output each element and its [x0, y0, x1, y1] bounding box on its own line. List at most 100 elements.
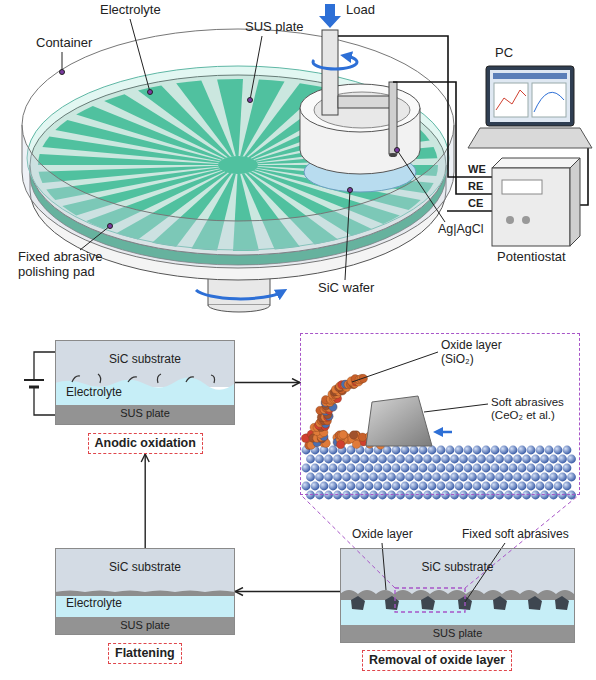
lattice-atom	[468, 455, 477, 464]
removal-layers	[301, 495, 395, 588]
lattice-atom	[468, 473, 477, 482]
lattice-atom	[396, 491, 405, 500]
lattice-atom	[365, 464, 374, 473]
flattening-layers	[55, 548, 235, 593]
anodic-oxidation-layers	[34, 387, 55, 415]
lattice-atom	[365, 482, 374, 491]
flow-arrow	[235, 591, 340, 592]
lattice-atom	[405, 455, 414, 464]
zoom-illustration	[352, 352, 438, 382]
pc-laptop	[494, 83, 528, 117]
anodic-oxidation-layers	[24, 352, 55, 415]
layer-name: Electrolyte	[66, 386, 186, 400]
sic-lattice	[302, 446, 576, 500]
zoom-illustration	[424, 404, 488, 412]
step-caption: Removal of oxide layer	[362, 650, 512, 671]
lattice-atom	[545, 446, 554, 455]
removal-layers	[340, 548, 575, 594]
part-label: Electrolyte	[100, 3, 161, 18]
step-caption: Anodic oxidation	[88, 433, 203, 454]
lattice-atom	[356, 482, 365, 491]
lattice-atom	[437, 464, 446, 473]
lattice-atom	[563, 446, 572, 455]
lattice-atom	[396, 473, 405, 482]
lattice-atom	[558, 455, 567, 464]
lattice-atom	[320, 464, 329, 473]
lattice-atom	[356, 464, 365, 473]
lattice-atom	[320, 482, 329, 491]
lattice-atom	[455, 482, 464, 491]
lattice-atom	[360, 455, 369, 464]
lattice-atom	[518, 464, 527, 473]
lattice-atom	[347, 464, 356, 473]
potentiostat-box	[502, 180, 542, 194]
node-text: Flattening	[115, 646, 175, 661]
oxide-atom	[339, 431, 347, 439]
removal-layers	[340, 625, 575, 643]
lattice-atom	[540, 455, 549, 464]
lattice-atom	[450, 491, 459, 500]
leader-line	[80, 226, 110, 250]
flattening-layers	[55, 593, 235, 617]
lattice-atom	[545, 464, 554, 473]
lattice-atom	[441, 455, 450, 464]
lattice-atom	[455, 464, 464, 473]
lattice-atom	[360, 473, 369, 482]
lattice-atom	[522, 473, 531, 482]
lattice-atom	[549, 455, 558, 464]
lattice-atom	[459, 455, 468, 464]
anodic-oxidation-layers	[34, 352, 55, 380]
pc-laptop	[532, 83, 566, 117]
polishing-machine	[196, 290, 282, 299]
lattice-atom	[437, 482, 446, 491]
layer-name: SiC substrate	[56, 561, 234, 575]
lattice-atom	[531, 491, 540, 500]
lattice-atom	[527, 482, 536, 491]
lattice-atom	[342, 491, 351, 500]
lattice-atom	[338, 482, 347, 491]
lattice-atom	[405, 473, 414, 482]
lattice-atom	[486, 491, 495, 500]
lattice-atom	[473, 446, 482, 455]
potentiostat-box	[506, 216, 514, 224]
lattice-atom	[423, 491, 432, 500]
flow-arrow	[144, 454, 145, 548]
lattice-atom	[558, 491, 567, 500]
lattice-atom	[378, 473, 387, 482]
lattice-atom	[509, 464, 518, 473]
lattice-atom	[554, 482, 563, 491]
node-text: Anodic oxidation	[95, 436, 196, 451]
lattice-atom	[383, 482, 392, 491]
zoom-illustration	[438, 431, 452, 434]
lattice-atom	[419, 482, 428, 491]
oxide-atom	[350, 431, 358, 439]
anodic-oxidation-layers	[157, 374, 161, 383]
lattice-atom	[333, 491, 342, 500]
anodic-oxidation-layers	[55, 405, 235, 425]
lattice-atom	[509, 446, 518, 455]
leader-line	[345, 190, 350, 280]
lattice-atom	[302, 482, 311, 491]
leader-line	[250, 36, 262, 100]
oxide-atom	[339, 430, 347, 438]
callout-text: Oxide layer (SiO₂)	[441, 339, 521, 367]
lattice-atom	[455, 446, 464, 455]
lattice-atom	[329, 446, 338, 455]
lattice-atom	[441, 473, 450, 482]
oxide-atom	[358, 433, 366, 441]
lattice-atom	[338, 464, 347, 473]
lattice-atom	[410, 482, 419, 491]
abrasive-grain	[351, 596, 365, 610]
lattice-atom	[527, 464, 536, 473]
lattice-atom	[554, 446, 563, 455]
callout-label: Oxide layer	[352, 528, 413, 542]
lattice-atom	[306, 455, 315, 464]
polishing-machine	[389, 82, 397, 154]
lattice-atom	[423, 455, 432, 464]
potentiostat-box	[522, 216, 530, 224]
anodic-oxidation-layers	[24, 340, 235, 425]
lattice-atom	[383, 464, 392, 473]
potentiostat-box	[492, 168, 570, 246]
lattice-atom	[311, 482, 320, 491]
leader-line	[130, 19, 150, 92]
